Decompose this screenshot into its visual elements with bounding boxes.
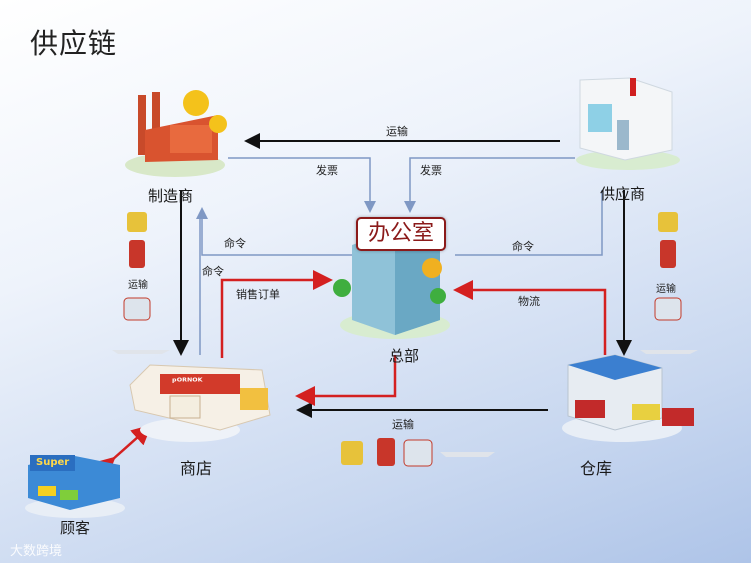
edge-label-transport-right: 运输 — [656, 284, 676, 295]
supplier-building-icon — [576, 77, 680, 170]
customer-label: 顾客 — [60, 519, 91, 537]
line-invoice-right — [404, 157, 575, 213]
edge-label-sales-order: 销售订单 — [236, 288, 280, 301]
arrow-logistics — [453, 280, 607, 355]
store-building-icon — [129, 364, 271, 442]
edge-label-command-left-top: 命令 — [224, 237, 246, 250]
edge-label-logistics: 物流 — [518, 295, 540, 308]
office-badge: 办公室 — [356, 217, 446, 251]
headquarters-building-icon — [333, 230, 450, 339]
line-command-left-top — [196, 207, 355, 256]
vehicles-right-icon — [640, 212, 698, 354]
edge-label-transport-bottom: 运输 — [392, 418, 414, 431]
edge-label-invoice-left: 发票 — [316, 164, 338, 177]
edge-label-invoice-right: 发票 — [420, 164, 442, 177]
store-label: 商店 — [180, 459, 213, 478]
warehouse-building-icon — [562, 354, 694, 442]
vehicles-bottom-icon — [341, 438, 495, 467]
warehouse-label: 仓库 — [580, 459, 613, 478]
manufacturer-label: 制造商 — [148, 187, 194, 205]
edge-label-transport-top: 运输 — [386, 125, 408, 138]
vehicles-left-icon — [112, 212, 170, 354]
edge-label-transport-left: 运输 — [128, 280, 148, 291]
page-title: 供应链 — [30, 27, 118, 60]
supplier-label: 供应商 — [600, 185, 646, 203]
line-command-right — [455, 190, 603, 256]
watermark-logo: 大数跨境 — [10, 544, 63, 559]
line-invoice-left — [228, 157, 376, 213]
arrow-sales-order — [220, 270, 333, 358]
supermarket-sign: Super — [36, 457, 70, 468]
manufacturer-factory-icon — [125, 90, 227, 177]
edge-label-command-right: 命令 — [512, 240, 534, 253]
edge-label-command-left-side: 命令 — [202, 265, 224, 278]
store-sign: ᵖᴼᴿᴺᴼᴷ — [172, 377, 203, 388]
customer-supermarket-icon — [25, 455, 125, 518]
headquarters-label: 总部 — [389, 347, 420, 365]
arrow-hq-store — [295, 355, 397, 406]
